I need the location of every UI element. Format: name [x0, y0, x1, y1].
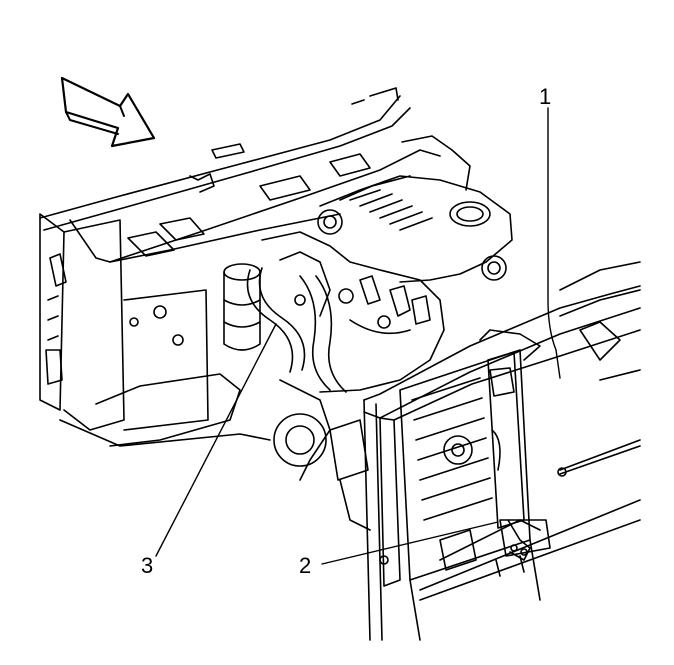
callout-2: 2 [299, 553, 312, 578]
left-fender-structure [39, 213, 271, 447]
latch-support [363, 399, 383, 641]
leader-line-3 [155, 323, 277, 557]
radiator-support [363, 261, 641, 601]
leader-line-1 [547, 107, 561, 379]
front-direction-arrow-icon [60, 76, 156, 148]
radiator-module [379, 349, 551, 641]
callout-1: 1 [539, 84, 552, 109]
engine-block [246, 231, 445, 531]
cowl-panel [39, 87, 471, 263]
leader-line-2 [321, 521, 499, 565]
canister [223, 263, 261, 351]
engine-intake-cover [317, 175, 513, 283]
callout-3: 3 [141, 553, 154, 578]
leader-lines [155, 107, 561, 565]
